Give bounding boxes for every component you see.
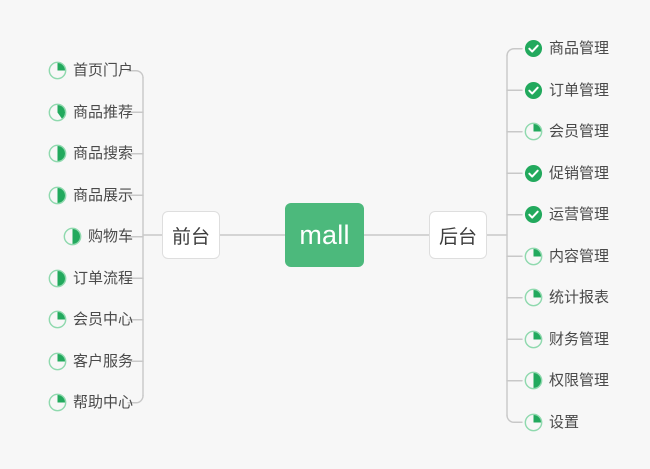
- leaf-node-label: 商品展示: [72, 186, 133, 204]
- progress-pie-icon: [524, 371, 543, 390]
- leaf-node-back-2[interactable]: 会员管理: [524, 111, 609, 153]
- leaf-node-front-2[interactable]: 商品搜索: [48, 133, 133, 175]
- leaf-node-label: 首页门户: [72, 62, 133, 80]
- front-items-column: 首页门户商品推荐商品搜索商品展示购物车订单流程会员中心客户服务帮助中心: [0, 50, 133, 424]
- branch-node-back[interactable]: 后台: [429, 211, 487, 259]
- branch-node-front-label: 前台: [171, 226, 210, 248]
- check-circle-icon: [524, 164, 543, 182]
- leaf-node-back-1[interactable]: 订单管理: [524, 70, 609, 112]
- leaf-node-label: 统计报表: [549, 289, 610, 307]
- leaf-node-front-7[interactable]: 客户服务: [48, 341, 133, 383]
- leaf-node-label: 商品推荐: [72, 103, 133, 121]
- leaf-node-label: 客户服务: [72, 352, 133, 370]
- leaf-node-back-8[interactable]: 权限管理: [524, 360, 609, 402]
- progress-pie-icon: [48, 144, 67, 163]
- progress-pie-icon: [524, 122, 543, 141]
- leaf-node-front-5[interactable]: 订单流程: [48, 258, 133, 300]
- check-circle-icon: [524, 206, 543, 224]
- leaf-node-front-4[interactable]: 购物车: [63, 216, 133, 258]
- progress-pie-icon: [524, 413, 543, 432]
- progress-pie-icon: [48, 352, 67, 371]
- branch-node-front[interactable]: 前台: [162, 211, 220, 259]
- leaf-node-back-7[interactable]: 财务管理: [524, 319, 609, 361]
- leaf-node-label: 运营管理: [549, 206, 610, 224]
- back-items-column: 商品管理订单管理会员管理促销管理运营管理内容管理统计报表财务管理权限管理设置: [524, 28, 650, 443]
- leaf-node-label: 商品管理: [549, 40, 610, 58]
- progress-pie-icon: [48, 103, 67, 122]
- leaf-node-label: 订单管理: [549, 81, 610, 99]
- leaf-node-label: 订单流程: [72, 269, 133, 287]
- leaf-node-back-3[interactable]: 促销管理: [524, 153, 609, 195]
- leaf-node-label: 内容管理: [549, 247, 610, 265]
- leaf-node-label: 会员管理: [549, 123, 610, 141]
- leaf-node-label: 商品搜索: [72, 145, 133, 163]
- check-circle-icon: [524, 81, 543, 99]
- leaf-node-back-6[interactable]: 统计报表: [524, 277, 609, 319]
- leaf-node-front-1[interactable]: 商品推荐: [48, 92, 133, 134]
- leaf-node-front-6[interactable]: 会员中心: [48, 299, 133, 341]
- progress-pie-icon: [524, 330, 543, 349]
- leaf-node-label: 帮助中心: [72, 394, 133, 412]
- leaf-node-back-4[interactable]: 运营管理: [524, 194, 609, 236]
- leaf-node-label: 权限管理: [549, 372, 610, 390]
- root-node-label: mall: [299, 219, 350, 250]
- progress-pie-icon: [48, 186, 67, 205]
- progress-pie-icon: [63, 227, 82, 246]
- progress-pie-icon: [48, 61, 67, 80]
- check-circle-icon: [524, 40, 543, 58]
- leaf-node-front-3[interactable]: 商品展示: [48, 175, 133, 217]
- leaf-node-front-8[interactable]: 帮助中心: [48, 382, 133, 424]
- leaf-node-label: 促销管理: [549, 164, 610, 182]
- leaf-node-label: 设置: [549, 413, 580, 431]
- progress-pie-icon: [48, 393, 67, 412]
- root-node-mall[interactable]: mall: [285, 203, 364, 267]
- leaf-node-back-0[interactable]: 商品管理: [524, 28, 609, 70]
- branch-node-back-label: 后台: [438, 226, 477, 248]
- leaf-node-label: 财务管理: [549, 330, 610, 348]
- progress-pie-icon: [524, 288, 543, 307]
- leaf-node-back-5[interactable]: 内容管理: [524, 236, 609, 278]
- leaf-node-label: 购物车: [87, 228, 133, 246]
- progress-pie-icon: [48, 310, 67, 329]
- progress-pie-icon: [48, 269, 67, 288]
- leaf-node-back-9[interactable]: 设置: [524, 402, 579, 444]
- progress-pie-icon: [524, 247, 543, 266]
- leaf-node-label: 会员中心: [72, 311, 133, 329]
- leaf-node-front-0[interactable]: 首页门户: [48, 50, 133, 92]
